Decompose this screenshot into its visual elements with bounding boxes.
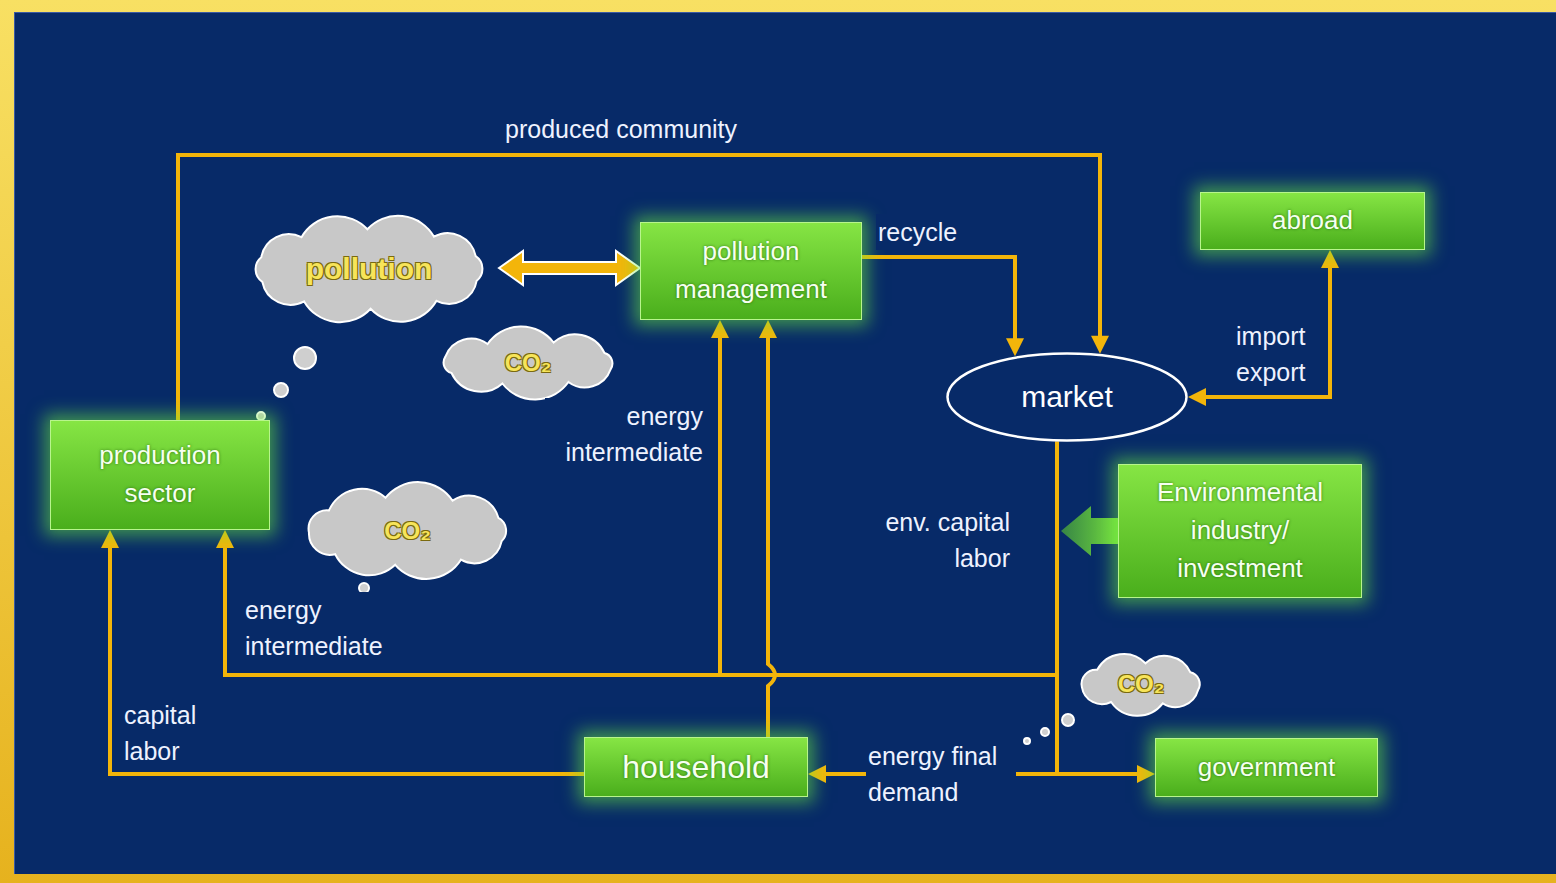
connector-line bbox=[862, 257, 1015, 346]
arrow-head bbox=[216, 530, 234, 548]
pollution-cloud: pollution bbox=[235, 208, 503, 330]
node-label: government bbox=[1198, 749, 1335, 787]
cloud-label: CO₂ bbox=[1118, 667, 1165, 702]
market-ellipse: market bbox=[946, 352, 1188, 442]
node-label: household bbox=[622, 744, 770, 790]
edge-label: energy intermediate bbox=[243, 592, 403, 664]
cloud-shape bbox=[1082, 654, 1200, 716]
connector bbox=[1061, 506, 1118, 556]
connector bbox=[808, 442, 1057, 783]
process-box: Environmental industry/ investment bbox=[1118, 464, 1362, 598]
arrow-head bbox=[759, 320, 777, 338]
cloud-shape bbox=[256, 216, 483, 322]
connector-line bbox=[818, 442, 1057, 774]
bubble-dot bbox=[1024, 738, 1030, 744]
edge-label: recycle bbox=[876, 214, 996, 250]
cloud-shape bbox=[309, 482, 507, 579]
edge-label: capital labor bbox=[122, 697, 214, 769]
cloud-label: CO₂ bbox=[505, 346, 552, 381]
edge-label: produced community bbox=[503, 111, 763, 147]
connector bbox=[499, 251, 640, 285]
connector-line bbox=[225, 442, 1057, 675]
arrow-head bbox=[1006, 338, 1024, 356]
fat-arrow bbox=[499, 251, 640, 285]
node-label: pollution management bbox=[657, 233, 845, 308]
arrow-head bbox=[711, 320, 729, 338]
process-box: pollution management bbox=[640, 222, 862, 320]
connector-line bbox=[1198, 260, 1330, 397]
fat-arrow bbox=[1061, 506, 1118, 556]
edge-label: import export bbox=[1234, 318, 1324, 390]
process-box: production sector bbox=[50, 420, 270, 530]
connector bbox=[862, 257, 1024, 356]
arrow-head bbox=[1321, 250, 1339, 268]
connector bbox=[101, 530, 584, 774]
connector-line bbox=[110, 540, 584, 774]
cloud-label: pollution bbox=[306, 247, 433, 291]
node-label: market bbox=[1021, 375, 1113, 419]
edge-label: energy intermediate bbox=[545, 398, 705, 470]
node-label: Environmental industry/ investment bbox=[1135, 474, 1345, 587]
process-box: government bbox=[1155, 738, 1378, 797]
process-box: household bbox=[584, 737, 808, 797]
connector bbox=[216, 442, 1057, 675]
bubble-dot bbox=[1041, 728, 1049, 736]
arrow-head bbox=[1188, 388, 1206, 406]
bubble-dot bbox=[257, 412, 265, 420]
bubble-dot bbox=[274, 383, 288, 397]
arrow-head bbox=[101, 530, 119, 548]
arrow-head bbox=[1091, 336, 1109, 354]
process-box: abroad bbox=[1200, 192, 1425, 250]
node-label: production sector bbox=[67, 437, 253, 512]
edge-label: env. capital labor bbox=[870, 504, 1012, 576]
node-label: abroad bbox=[1272, 202, 1353, 240]
connector bbox=[759, 320, 777, 737]
co2-cloud: CO₂ bbox=[1068, 650, 1214, 718]
cloud-shape bbox=[444, 326, 613, 399]
edge-label: energy final demand bbox=[866, 738, 1016, 810]
arrow-head bbox=[808, 765, 826, 783]
connector bbox=[1188, 250, 1339, 406]
ellipse-shape bbox=[948, 354, 1187, 441]
cloud-label: CO₂ bbox=[384, 514, 431, 549]
connector-line bbox=[768, 330, 775, 737]
co2-cloud: CO₂ bbox=[428, 328, 628, 398]
co2-cloud: CO₂ bbox=[290, 478, 525, 584]
bubble-dot bbox=[294, 347, 316, 369]
bubble-dot bbox=[1062, 714, 1074, 726]
arrow-head bbox=[1137, 765, 1155, 783]
